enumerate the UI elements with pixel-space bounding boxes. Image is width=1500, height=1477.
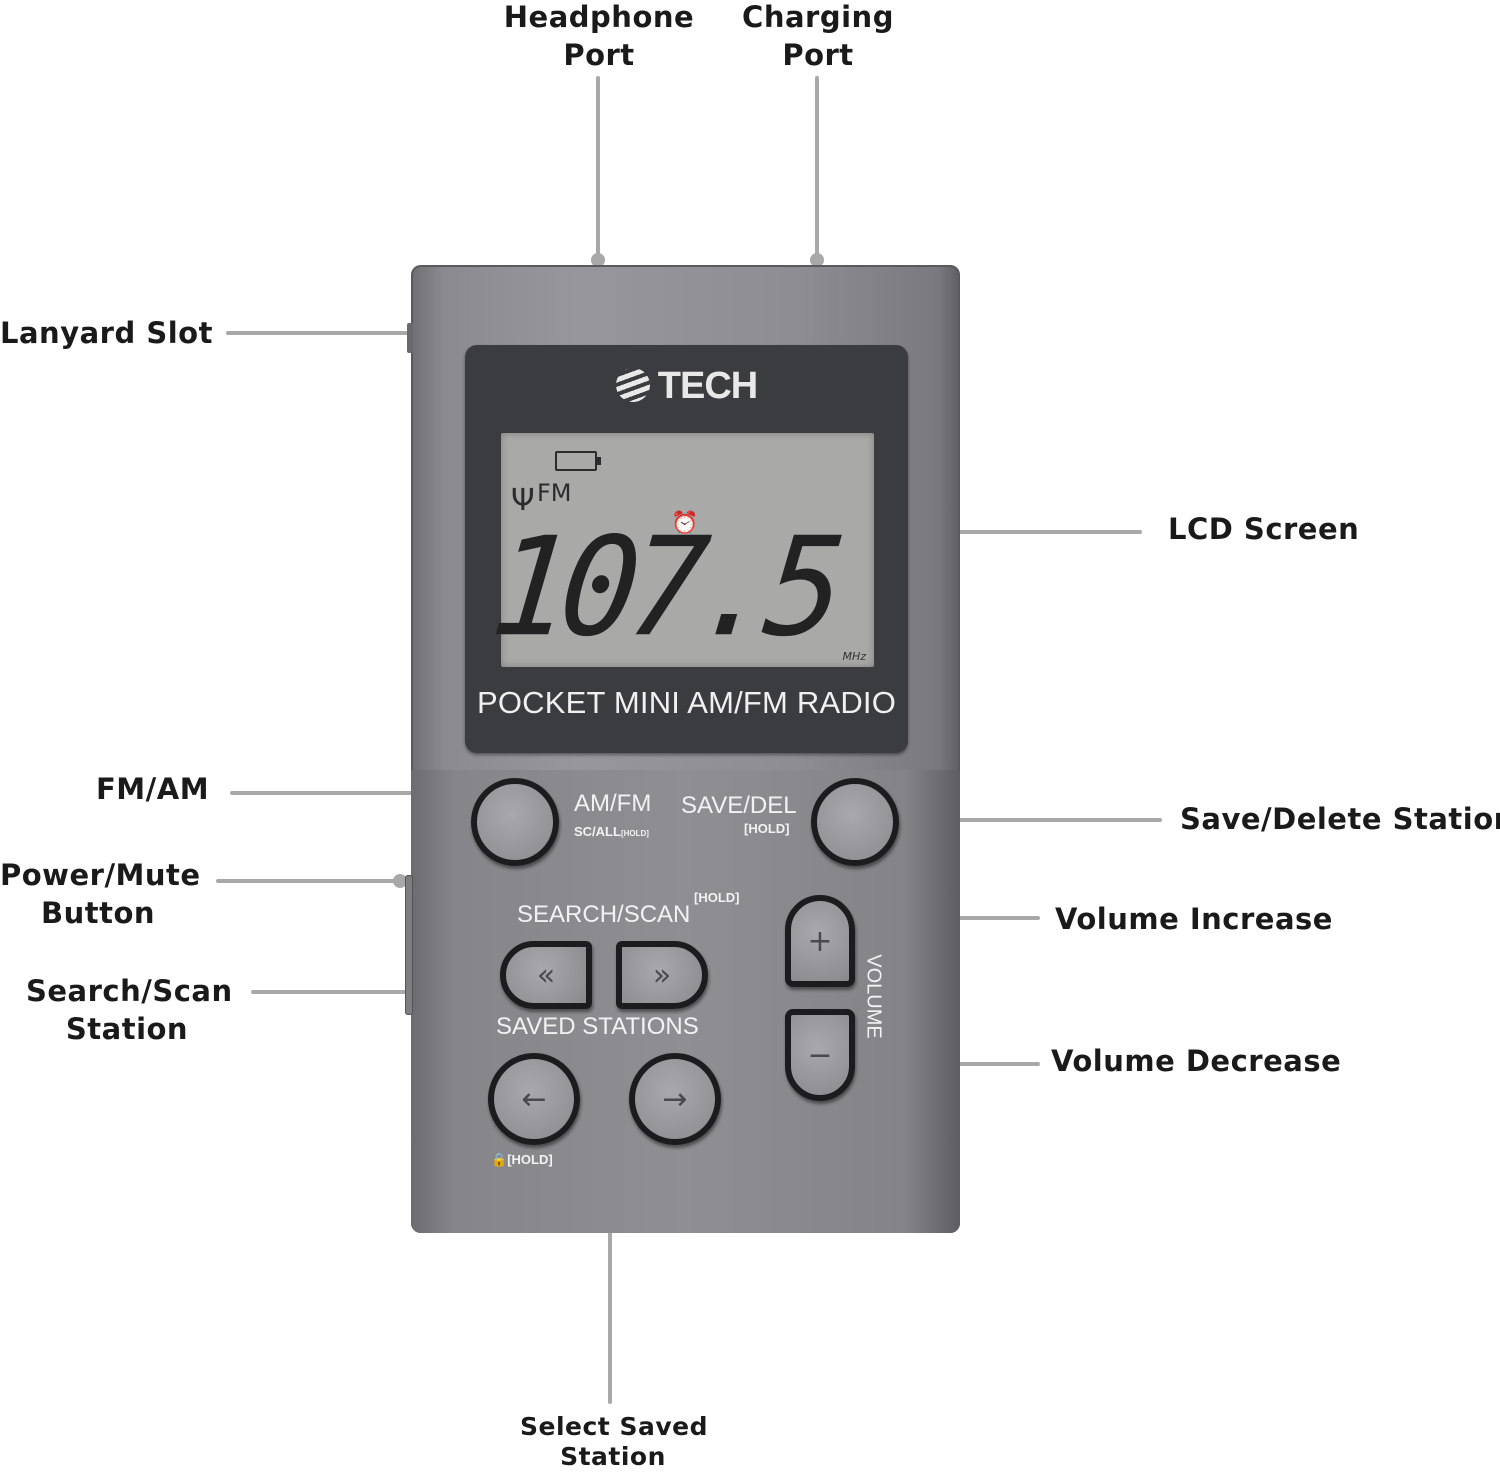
saved-next-button[interactable]: → [629,1053,721,1145]
scall-label: SC/ALL[HOLD] [574,824,649,839]
power-mute-switch[interactable] [405,875,413,1015]
savedel-hold-label: [HOLD] [744,821,790,836]
amfm-label: AM/FM [574,790,652,817]
callout-power-mute-button: Power/Mute Button [0,858,201,930]
antenna-icon: Ψ [511,483,535,518]
volume-label: VOLUME [862,954,885,1039]
minus-icon: − [807,1037,833,1073]
model-name: POCKET MINI AM/FM RADIO [476,685,897,720]
brand-logo: TECH [465,365,908,408]
search-scan-label: SEARCH/SCAN [517,901,691,928]
callout-volume-increase: Volume Increase [1055,902,1333,936]
callout-save-delete-station: Save/Delete Station [1180,802,1500,836]
callout-headphone-port: Headphone Port [503,0,695,72]
callout-fm-am: FM/AM [96,772,210,806]
volume-down-button[interactable]: − [785,1009,855,1101]
am-fm-button[interactable] [471,778,559,866]
callout-lanyard-slot: Lanyard Slot [0,316,213,350]
battery-icon [555,451,601,471]
lcd-band: FM [537,479,572,507]
lcd-screen: Ψ FM ⏰ 107.5 MHz [484,433,874,667]
lock-hold-label: 🔒[HOLD] [491,1152,553,1167]
lcd-unit: MHz [842,650,866,663]
lcd-bezel: TECH Ψ FM ⏰ 107.5 MHz POCKET MINI AM/FM … [465,345,908,753]
saved-prev-button[interactable]: ← [488,1053,580,1145]
savedel-label: SAVE/DEL [681,792,797,819]
saved-stations-label: SAVED STATIONS [496,1013,699,1040]
lock-icon: 🔒 [491,1152,508,1167]
callout-charging-port: Charging Port [742,0,894,72]
callout-volume-decrease: Volume Decrease [1051,1044,1342,1078]
callout-search-scan-station: Search/Scan Station [26,974,233,1046]
lcd-frequency: 107.5 [484,507,843,667]
callout-lcd-screen: LCD Screen [1168,512,1360,546]
radio-device: TECH Ψ FM ⏰ 107.5 MHz POCKET MINI AM/FM … [405,265,960,1233]
save-delete-button[interactable] [811,778,899,866]
arrow-right-icon: → [662,1081,688,1117]
volume-up-button[interactable]: + [785,895,855,987]
lanyard-slot [407,323,413,353]
search-hold-label: [HOLD] [694,890,740,905]
search-back-button[interactable]: « [500,941,592,1009]
arrow-left-icon: ← [521,1081,547,1117]
callout-select-saved-station: Select Saved Station [520,1412,708,1471]
search-forward-button[interactable]: » [616,941,708,1009]
rewind-icon: « [536,957,556,993]
alarm-icon: ⏰ [671,511,699,536]
fast-forward-icon: » [652,957,672,993]
globe-logo-icon [615,368,650,402]
plus-icon: + [807,923,833,959]
